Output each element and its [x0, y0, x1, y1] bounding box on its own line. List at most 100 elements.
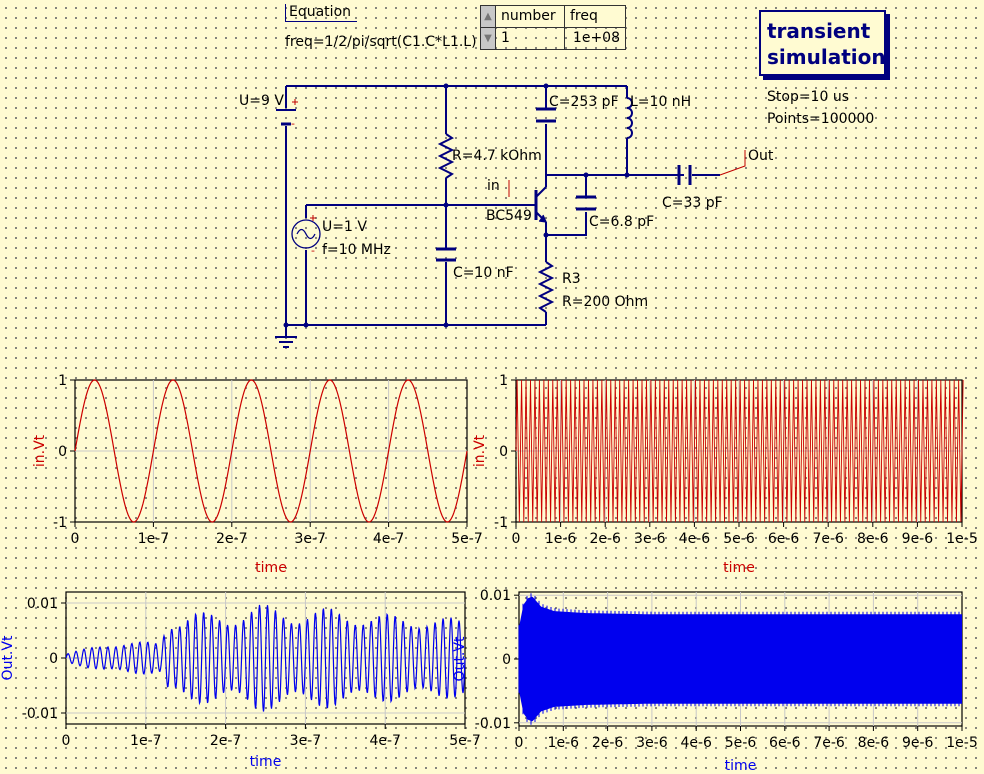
x-tick-label: 4e-7 — [369, 733, 400, 749]
trace-in-vt — [74, 379, 468, 523]
r3-value-label: R=200 Ohm — [562, 294, 649, 310]
dc-source-plus-pin — [292, 99, 298, 105]
param-header-freq: freq — [564, 5, 626, 28]
spin-up-icon[interactable]: ▲ — [480, 5, 496, 28]
equation-title[interactable]: Equation — [285, 4, 358, 22]
y-axis-label: in.Vt — [472, 434, 488, 467]
x-axis-label: time — [255, 560, 287, 576]
y-tick-label: 0 — [58, 444, 67, 460]
trace-in-vt — [515, 379, 964, 523]
x-tick-label: 1e-6 — [545, 531, 577, 547]
x-axis-label: time — [725, 758, 757, 774]
x-tick-label: 5e-6 — [725, 735, 757, 751]
junction-bottom-cap — [443, 322, 449, 328]
y-axis-label: in.Vt — [32, 434, 48, 467]
sim-title-line2: simulation — [767, 45, 886, 69]
ac-source-sine-glyph — [296, 228, 316, 240]
equation-expression[interactable]: freq=1/2/pi/sqrt(C1.C*L1.L) — [285, 34, 477, 50]
y-tick-label: -0.01 — [475, 716, 511, 732]
base-capacitor[interactable] — [436, 247, 456, 262]
x-tick-label: 1e-5 — [946, 531, 977, 547]
r3-resistor[interactable] — [537, 261, 555, 313]
ac-source-frequency-label: f=10 MHz — [322, 242, 391, 258]
x-tick-label: 2e-6 — [589, 531, 621, 547]
trace-out-vt — [65, 604, 466, 712]
input-port-label: in — [487, 178, 500, 194]
feedback-capacitor-label: C=6.8 pF — [589, 214, 655, 230]
trace-out-vt-envelope — [519, 596, 962, 722]
ac-source-circle — [291, 219, 321, 249]
feedback-capacitor[interactable] — [576, 195, 596, 211]
x-tick-label: 0 — [62, 733, 71, 749]
output-port-label: Out — [748, 148, 774, 164]
dc-source-minus-sign: - — [291, 117, 295, 130]
transistor-collector-lead — [535, 186, 547, 198]
parameter-table[interactable]: ▲ number freq ▼ 1 1e+08 — [480, 5, 626, 50]
x-tick-label: 9e-6 — [902, 735, 934, 751]
x-tick-label: 8e-6 — [857, 531, 889, 547]
junction-top-bias — [443, 83, 449, 89]
tank-inductor-label: L=10 nH — [630, 94, 692, 110]
x-axis-label: time — [723, 560, 755, 576]
param-cell-freq[interactable]: 1e+08 — [564, 27, 626, 50]
y-tick-label: 1 — [499, 373, 508, 389]
x-tick-label: 0 — [512, 531, 521, 547]
junction-top-tank — [543, 83, 549, 89]
base-capacitor-label: C=10 nF — [453, 265, 514, 281]
transistor-label: BC549 — [486, 208, 532, 224]
schematic-canvas[interactable] — [0, 0, 984, 360]
junction-emitter — [543, 232, 549, 238]
output-capacitor[interactable] — [677, 165, 692, 185]
x-tick-label: 2e-6 — [592, 735, 624, 751]
x-tick-label: 1e-5 — [946, 735, 977, 751]
transient-simulation-box[interactable]: transient simulation — [759, 10, 886, 76]
sim-title-line1: transient — [767, 19, 871, 43]
x-tick-label: 4e-7 — [373, 531, 404, 547]
y-tick-label: 0.01 — [480, 588, 511, 604]
y-tick-label: -1 — [53, 515, 67, 531]
tank-inductor[interactable] — [626, 97, 633, 139]
junction-collector-cap — [583, 172, 589, 178]
bias-resistor-label: R=4.7 kOhm — [452, 148, 542, 164]
ground-symbol[interactable] — [275, 336, 297, 348]
y-axis-label: Out.Vt — [0, 635, 16, 680]
y-tick-label: 1 — [58, 373, 67, 389]
param-header-number: number — [495, 5, 565, 28]
bc549-transistor[interactable] — [534, 175, 548, 223]
junction-base — [443, 202, 449, 208]
x-tick-label: 2e-7 — [216, 531, 247, 547]
x-tick-label: 8e-6 — [858, 735, 890, 751]
x-axis-label: time — [250, 754, 282, 770]
x-tick-label: 5e-7 — [449, 733, 480, 749]
y-tick-label: -0.01 — [22, 706, 58, 722]
bias-resistor[interactable] — [437, 133, 455, 179]
x-tick-label: 6e-6 — [768, 531, 800, 547]
y-tick-label: 0 — [49, 651, 58, 667]
x-tick-label: 5e-7 — [451, 531, 482, 547]
ac-source-minus-sign: - — [311, 244, 315, 257]
ac-source-voltage-label: U=1 V — [322, 219, 367, 235]
ac-source-plus-pin — [310, 215, 316, 221]
y-tick-label: 0 — [499, 444, 508, 460]
x-tick-label: 1e-7 — [130, 733, 161, 749]
ac-voltage-source[interactable] — [291, 215, 321, 249]
x-tick-label: 3e-7 — [294, 531, 325, 547]
x-tick-label: 7e-6 — [813, 735, 845, 751]
dc-voltage-source[interactable] — [276, 99, 298, 126]
y-tick-label: 0.01 — [27, 596, 58, 612]
output-capacitor-label: C=33 pF — [662, 195, 723, 211]
y-tick-label: -1 — [494, 515, 508, 531]
y-tick-label: 0 — [502, 652, 511, 668]
x-tick-label: 0 — [515, 735, 524, 751]
junction-dots — [283, 83, 630, 328]
wire-feedback-cap-bottom — [546, 212, 587, 236]
spin-down-icon[interactable]: ▼ — [480, 27, 496, 50]
x-tick-label: 3e-6 — [634, 531, 666, 547]
x-tick-label: 1e-7 — [138, 531, 169, 547]
x-tick-label: 6e-6 — [769, 735, 801, 751]
tank-capacitor[interactable] — [536, 107, 556, 123]
dc-source-label: U=9 V — [239, 93, 284, 109]
